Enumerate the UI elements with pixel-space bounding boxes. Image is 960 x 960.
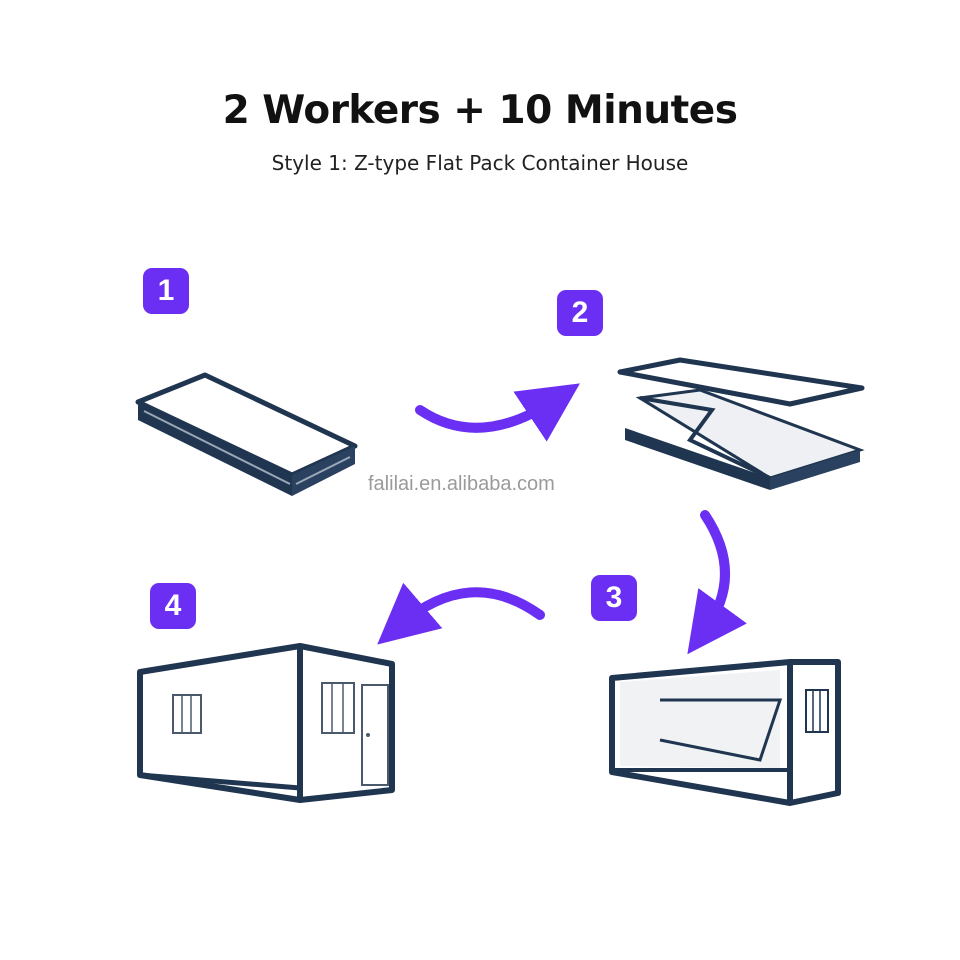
watermark-text: falilai.en.alibaba.com: [368, 473, 555, 495]
arrow-2-to-3: [687, 510, 747, 655]
step-3-badge: 3: [591, 575, 637, 621]
page-title: 2 Workers + 10 Minutes: [222, 88, 738, 133]
open-frame-illustration: [609, 659, 841, 806]
finished-house-illustration: [137, 643, 395, 803]
step-2-badge: 2: [557, 290, 603, 336]
arrow-3-to-4: [377, 582, 545, 645]
roof-lifting-illustration: [617, 357, 865, 490]
step-1-badge: 1: [143, 268, 189, 314]
arrow-1-to-2: [415, 383, 580, 442]
page-subtitle: Style 1: Z-type Flat Pack Container Hous…: [271, 151, 689, 175]
folded-flat-pack-illustration: [135, 372, 358, 496]
step-4-badge: 4: [150, 583, 196, 629]
